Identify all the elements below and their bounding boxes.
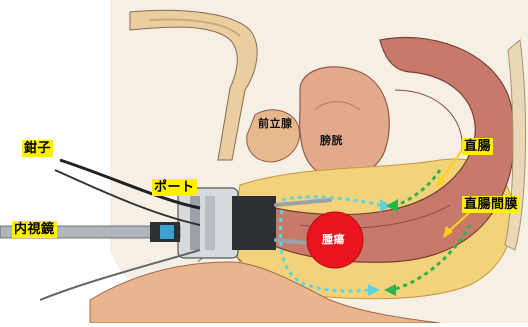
prostate-label: 前立腺 — [258, 118, 293, 129]
forceps-label: 鉗子 — [22, 142, 53, 155]
rectum-label: 直腸 — [462, 140, 493, 153]
port-label: ポート — [152, 181, 197, 194]
mesorectum-label: 直腸間膜 — [462, 198, 520, 211]
tumor-label: 腫瘍 — [322, 234, 345, 245]
port-sleeve — [232, 196, 276, 250]
bladder — [300, 67, 390, 177]
endoscope-label: 内視鏡 — [12, 223, 57, 236]
bladder-label: 膀胱 — [320, 135, 343, 146]
